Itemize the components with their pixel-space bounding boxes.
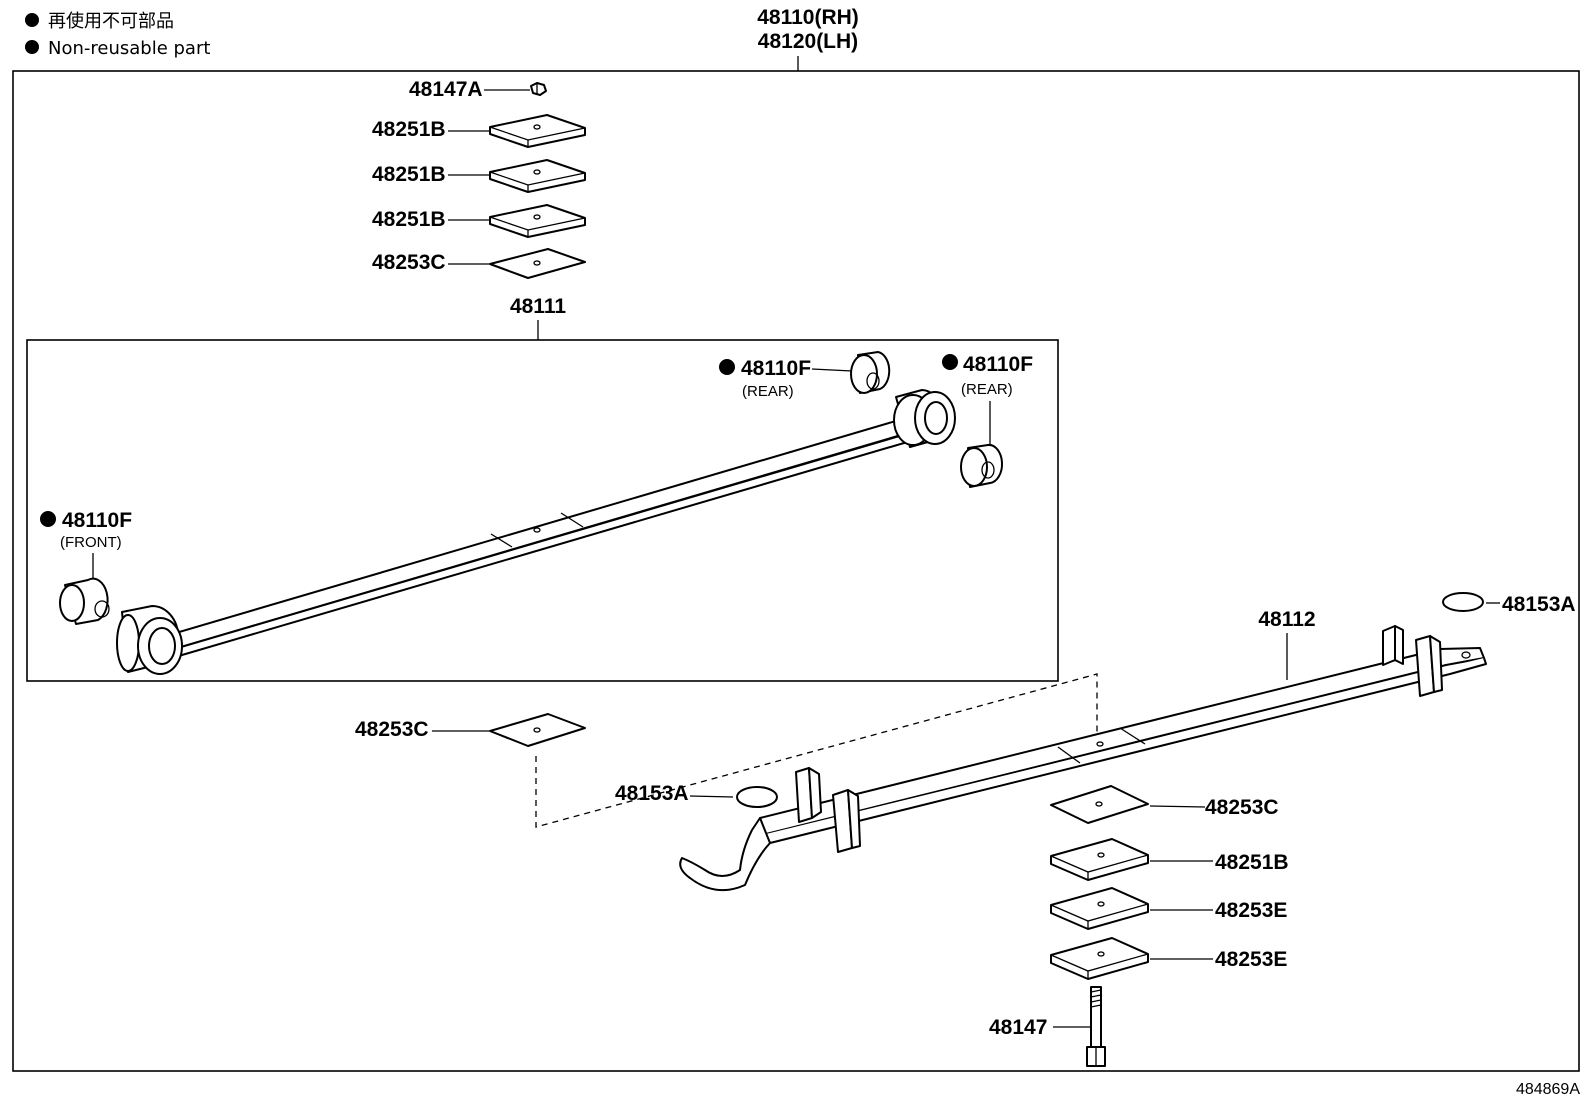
bushing-icon [960,443,1004,488]
bushing-front: 48110F (FRONT) [40,509,132,625]
note-rear-1: (REAR) [742,383,794,400]
pad-icon [489,713,586,747]
label-48147A: 48147A [409,78,483,101]
label-48110F-rear-2: 48110F [963,353,1033,376]
pad-48251B-3-icon [489,204,586,238]
label-48110F-front: 48110F [62,509,132,532]
label-48251B-lower: 48251B [1215,851,1289,874]
label-48253E-2: 48253E [1215,948,1287,971]
label-48253C-top: 48253C [372,251,446,274]
label-48251B-2: 48251B [372,163,446,186]
legend-en-text: Non-reusable part [48,38,210,59]
legend-bullet-icon [25,13,39,27]
label-48147: 48147 [989,1016,1047,1039]
label-48153A-right: 48153A [1502,593,1576,616]
bolt-48147-icon [1086,986,1106,1067]
bushing-rear-2: 48110F (REAR) [942,353,1033,488]
bushing-rear-1: 48110F (REAR) [719,351,891,400]
label-48253E-1: 48253E [1215,899,1287,922]
assembly-number-rh: 48110(RH) [757,6,859,29]
leaf-48112-spring-icon [679,625,1487,892]
leaf-48111-spring-icon [116,389,956,675]
pad-48251B-2-icon [489,159,586,193]
pad-48251B-1-icon [489,114,586,148]
non-reusable-bullet-icon [719,359,735,375]
leaf-48111-frame [26,339,1059,682]
legend: 再使用不可部品 Non-reusable part [25,11,210,59]
non-reusable-bullet-icon [942,354,958,370]
cap-icon [736,786,778,808]
note-rear-2: (REAR) [961,381,1013,398]
label-48251B-1: 48251B [372,118,446,141]
pad-48253C-lower-icon [1050,785,1149,824]
bushing-icon [850,351,891,394]
pad-48253E-1-icon [1050,887,1149,930]
assembly-number-lh: 48120(LH) [758,30,858,53]
pad-48253E-2-icon [1050,937,1149,980]
figure-code: 484869A [1516,1081,1580,1098]
pad-48253C-left: 48253C [355,673,1098,828]
cap-icon [1442,592,1484,612]
cap-48153A-right: 48153A [1442,592,1576,616]
dashed-relocation-line [535,673,1098,828]
non-reusable-bullet-icon [40,511,56,527]
nut-48147A-icon [530,82,547,96]
assembly-frame [12,70,1580,1072]
label-48253C-left: 48253C [355,718,429,741]
label-48110F-rear-1: 48110F [741,357,811,380]
label-48253C-lower: 48253C [1205,796,1279,819]
cap-48153A-left: 48153A [615,782,778,808]
legend-bullet-icon [25,40,39,54]
bushing-icon [59,577,110,625]
legend-jp-text: 再使用不可部品 [48,11,174,32]
pad-48253C-top-icon [489,248,586,279]
lower-stack: 48253C 48251B 48253E 48253E 481 [989,785,1289,1067]
label-48111: 48111 [510,295,566,318]
label-48112: 48112 [1258,608,1315,631]
note-front: (FRONT) [60,534,122,551]
label-48153A-left: 48153A [615,782,689,805]
top-stack: 48147A 48251B 48251B 48251B [372,78,586,279]
label-48251B-3: 48251B [372,208,446,231]
pad-48251B-lower-icon [1050,838,1149,881]
